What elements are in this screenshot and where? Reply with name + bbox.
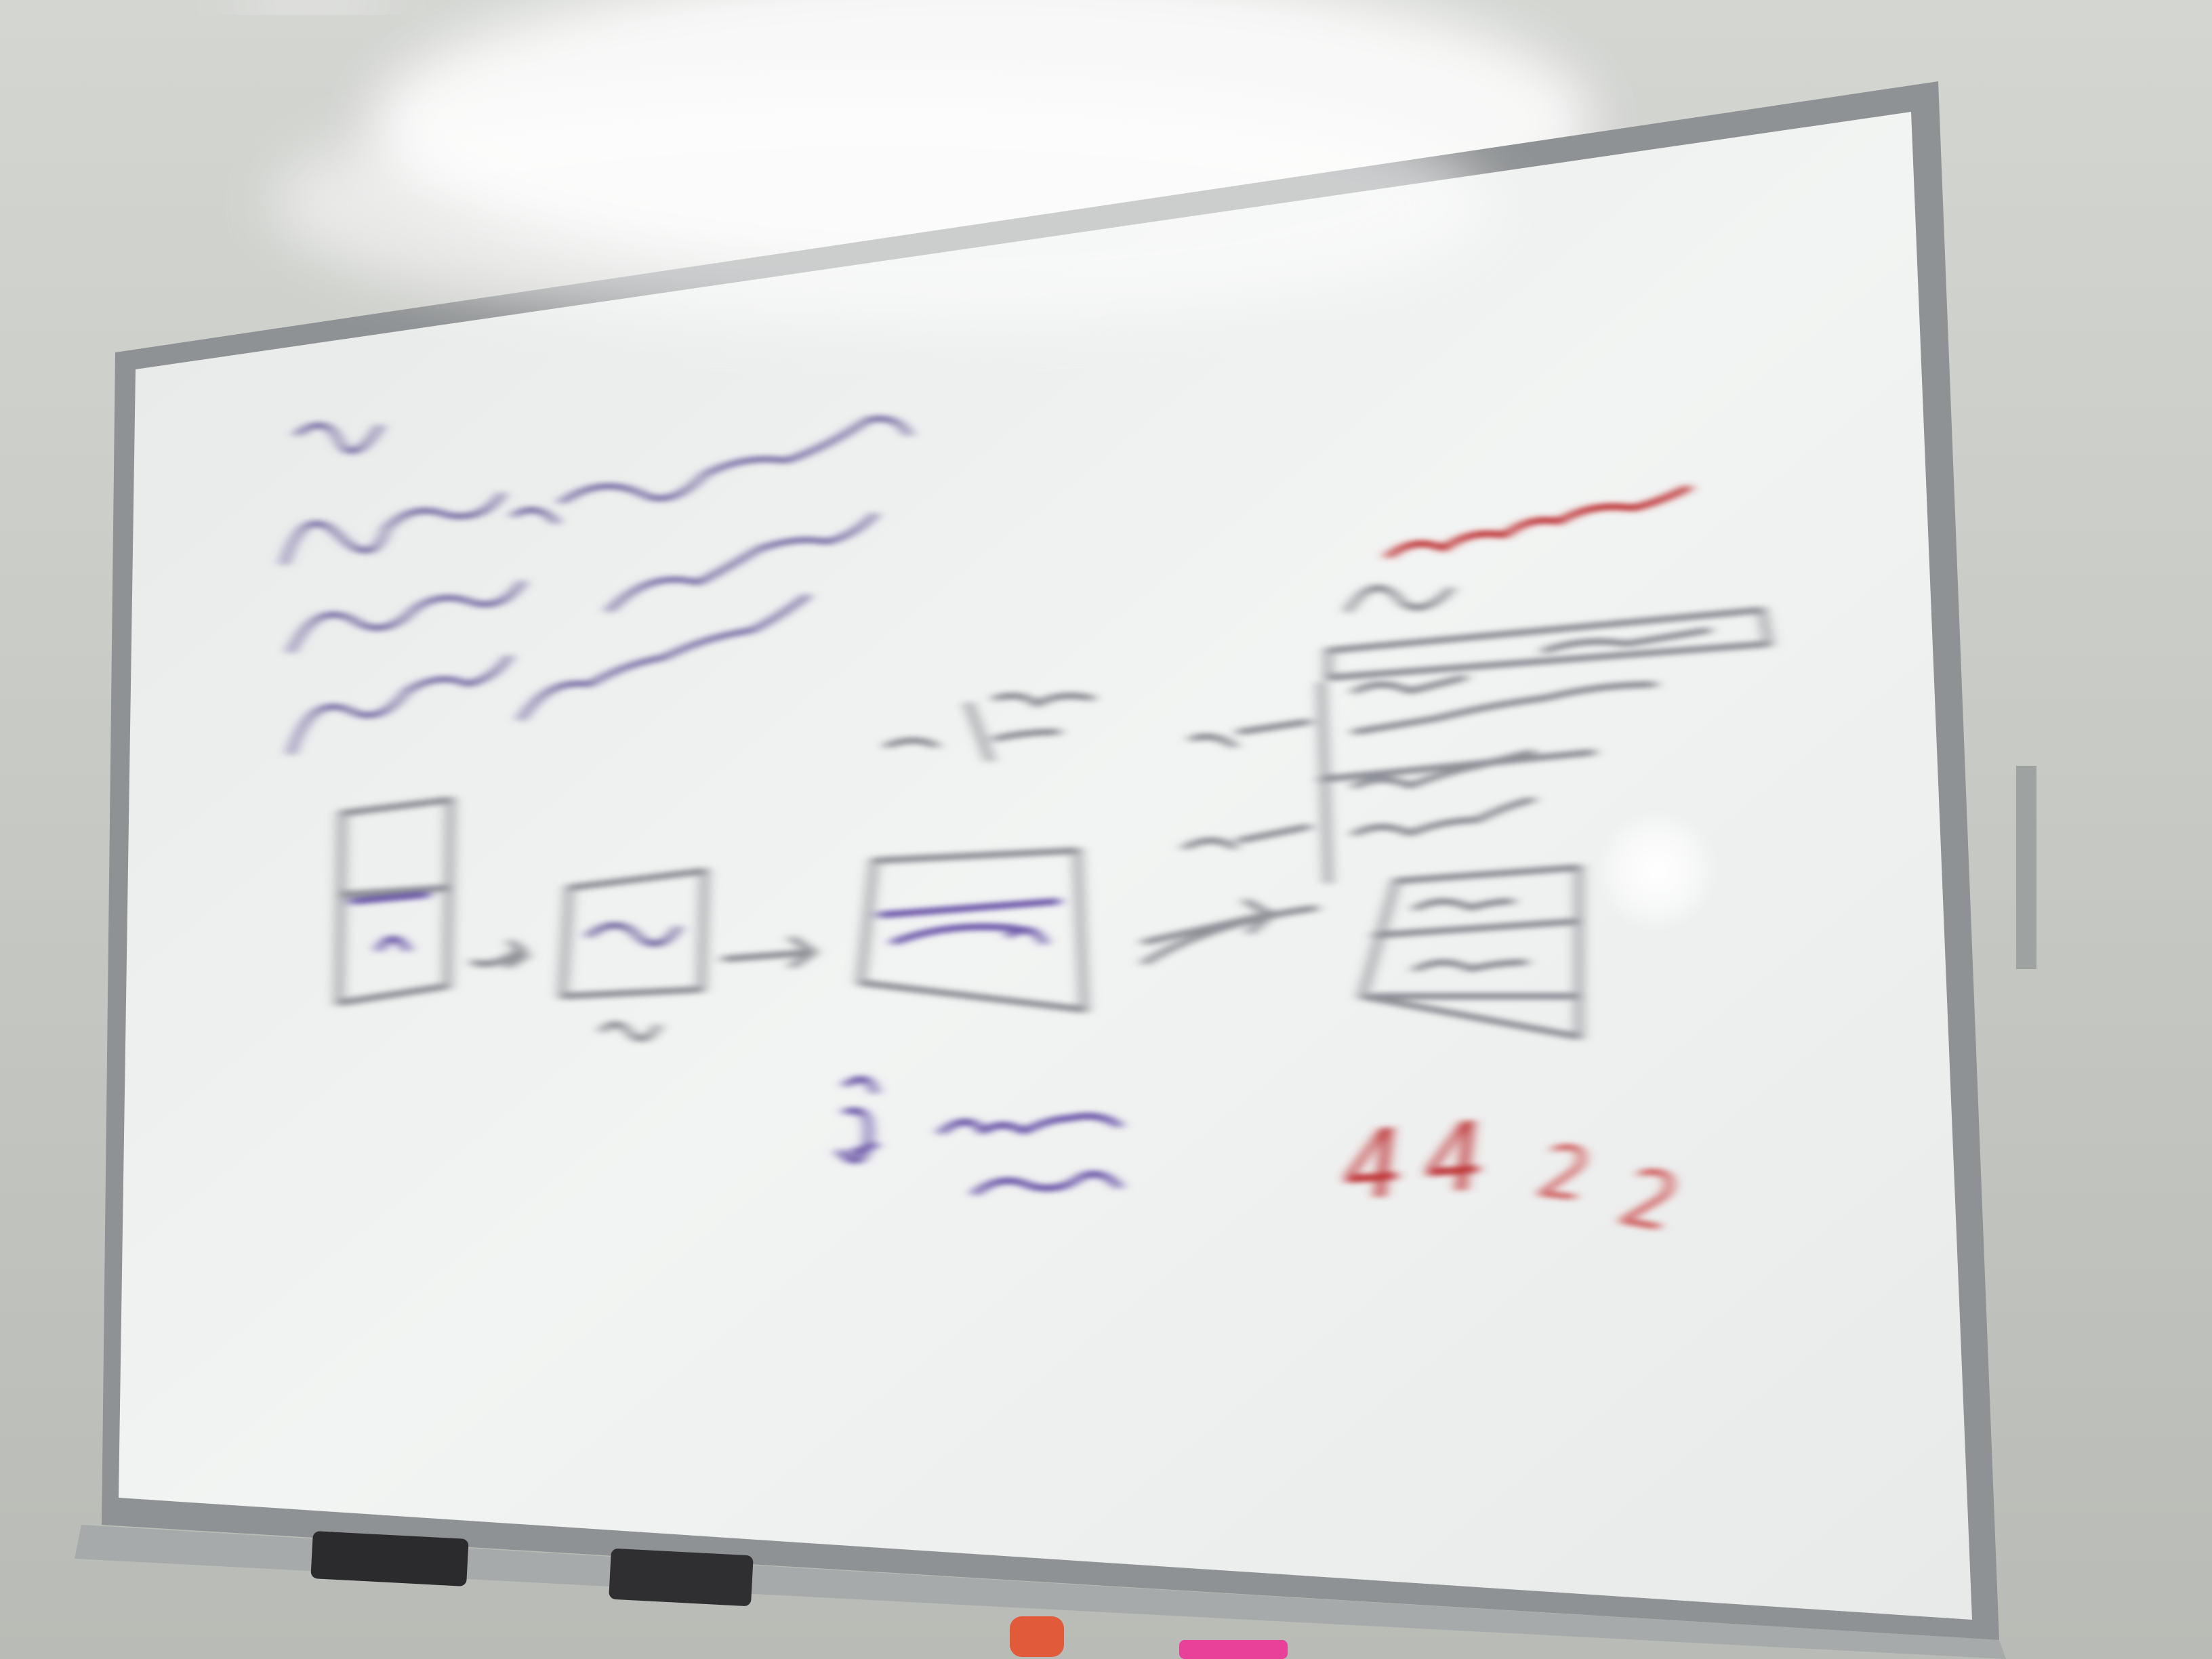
right-connector [1142, 905, 1318, 966]
stack-box [335, 796, 454, 1006]
box-3 [857, 847, 1088, 1013]
ceiling-light-fixture [230, 0, 393, 12]
right-header-text [1345, 584, 1454, 613]
right-row-1 [1352, 627, 1711, 695]
right-lower-box [1359, 864, 1582, 1040]
scribble-line-4 [288, 593, 810, 756]
red-number-3: 2 [1536, 1128, 1593, 1219]
arrow-2 [722, 935, 817, 969]
stack-mark [349, 891, 430, 952]
purple-note-line-1 [939, 1112, 1122, 1135]
scribble-line-1 [295, 422, 383, 455]
box-2-label [600, 1021, 661, 1042]
right-column-bracket [1318, 681, 1596, 884]
flow-diagram [335, 692, 1274, 1042]
right-diagram [1142, 584, 1772, 1040]
left-list [281, 415, 912, 756]
purple-note-line-2 [972, 1170, 1122, 1196]
box-2 [559, 867, 708, 1000]
right-label-2 [1183, 823, 1311, 851]
box-3-label [884, 692, 1094, 762]
red-number-1: 4 [1339, 1108, 1407, 1223]
scribble-line-2 [281, 415, 912, 566]
red-title-scribble [1386, 485, 1691, 559]
right-row-4 [1352, 796, 1535, 837]
marker-tray [75, 1525, 2006, 1659]
eraser [310, 1531, 469, 1586]
box-2-scribble [586, 922, 681, 947]
board-side-clip [2016, 766, 2036, 969]
right-lower-text [1413, 898, 1528, 972]
board-glare [271, 81, 1491, 325]
handwriting-layer [281, 415, 1772, 1196]
box-3-scribble [878, 898, 1061, 945]
right-header-box [1325, 607, 1772, 681]
red-number-2: 4 [1420, 1101, 1488, 1216]
purple-note-mark [837, 1076, 878, 1164]
red-annotations [1386, 485, 1691, 559]
right-row-2 [1352, 681, 1657, 735]
purple-note [837, 1076, 1122, 1196]
right-row-3 [1352, 749, 1535, 790]
marker-orange [1010, 1616, 1064, 1657]
flash-reflection [1596, 810, 1718, 932]
eraser-2 [609, 1549, 754, 1606]
marker-pink [1179, 1640, 1288, 1659]
arrow-1 [471, 939, 529, 969]
scribble-line-3 [288, 512, 878, 654]
right-label-1 [1189, 718, 1311, 749]
